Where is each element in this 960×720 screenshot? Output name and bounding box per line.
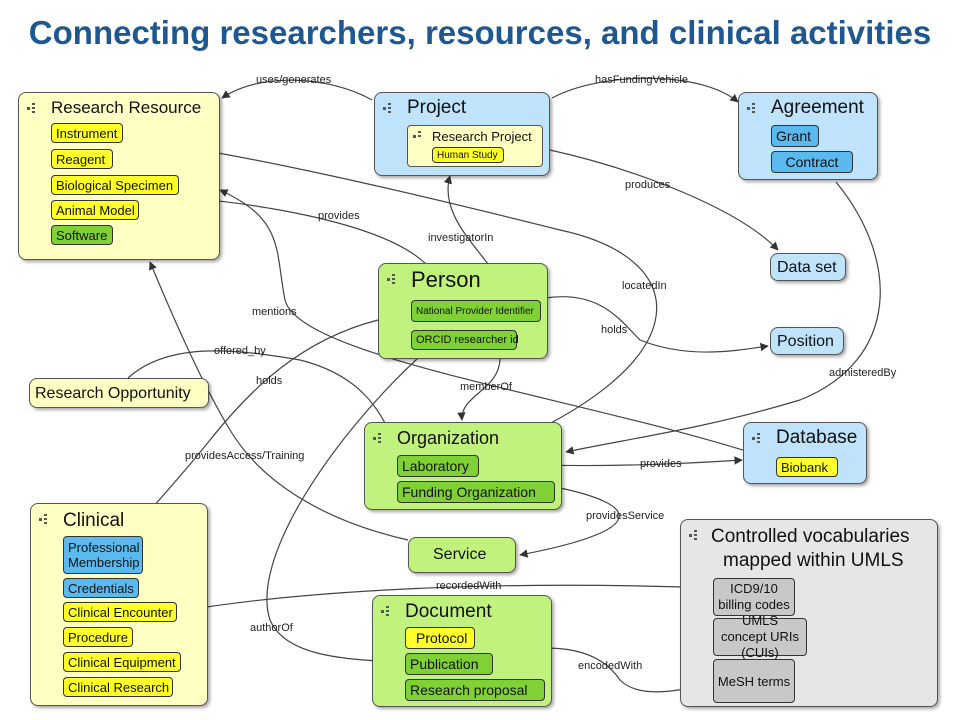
item-procedure[interactable]: Procedure <box>63 627 133 647</box>
item-clinical-research[interactable]: Clinical Research <box>63 677 173 697</box>
label-administered-by: admisteredBy <box>829 367 897 379</box>
label-investigator-in: investigatorIn <box>428 232 493 244</box>
item-national-provider-identifier[interactable]: National Provider Identifier <box>411 300 541 322</box>
research-resource-node[interactable]: Research Resource Instrument Reagent Bio… <box>18 92 220 260</box>
position-node[interactable]: Position <box>770 327 844 355</box>
research-opportunity-title: Research Opportunity <box>35 385 191 402</box>
label-produces: produces <box>625 179 671 191</box>
edge-provides-access-training <box>149 261 409 541</box>
item-protocol[interactable]: Protocol <box>405 627 475 649</box>
label-provides-service: providesService <box>586 510 664 522</box>
position-title: Position <box>777 333 834 350</box>
service-node[interactable]: Service <box>408 537 516 573</box>
document-title: Document <box>405 601 492 622</box>
edge-produces <box>549 149 779 251</box>
agreement-title: Agreement <box>771 97 864 118</box>
label-encoded-with: encodedWith <box>578 660 642 672</box>
label-uses-generates: uses/generates <box>256 74 332 86</box>
organization-node[interactable]: Organization Laboratory Funding Organiza… <box>364 422 562 510</box>
item-clinical-equipment[interactable]: Clinical Equipment <box>63 652 181 672</box>
label-recorded-with: recordedWith <box>436 580 501 592</box>
label-offered-by: offered_by <box>214 345 266 357</box>
document-node[interactable]: Document Protocol Publication Research p… <box>372 595 552 707</box>
item-animal-model[interactable]: Animal Model <box>51 200 139 220</box>
service-title: Service <box>433 546 487 563</box>
edge-member-of <box>457 357 501 421</box>
label-provides-resource: provides <box>318 210 360 222</box>
item-grant[interactable]: Grant <box>771 125 819 147</box>
edge-offered-by <box>127 350 393 439</box>
edge-author-of <box>266 357 419 666</box>
database-title: Database <box>776 427 858 448</box>
edge-investigator-in <box>443 175 489 265</box>
label-author-of: authorOf <box>250 622 294 634</box>
edge-provides-service <box>519 487 620 558</box>
item-software[interactable]: Software <box>51 225 113 245</box>
clinical-title: Clinical <box>63 510 125 531</box>
item-biological-specimen[interactable]: Biological Specimen <box>51 175 179 195</box>
label-mentions: mentions <box>252 306 297 318</box>
database-node[interactable]: Database Biobank <box>743 422 867 484</box>
drag-handle-icon[interactable] <box>689 530 697 544</box>
data-set-title: Data set <box>777 259 837 276</box>
organization-title: Organization <box>397 428 500 448</box>
research-resource-title: Research Resource <box>51 98 202 117</box>
research-opportunity-node[interactable]: Research Opportunity <box>29 378 209 408</box>
item-biobank[interactable]: Biobank <box>776 457 838 477</box>
item-publication[interactable]: Publication <box>405 653 493 675</box>
drag-handle-icon[interactable] <box>383 103 391 117</box>
label-holds-membership: holds <box>256 375 283 387</box>
project-title: Project <box>407 97 467 118</box>
item-contract[interactable]: Contract <box>771 151 853 173</box>
clinical-node[interactable]: Clinical Professional Membership Credent… <box>30 503 208 706</box>
controlled-vocabularies-node[interactable]: Controlled vocabularies mapped within UM… <box>680 519 938 707</box>
drag-handle-icon[interactable] <box>747 103 755 117</box>
drag-handle-icon[interactable] <box>381 606 389 620</box>
edge-administered-by <box>565 181 881 455</box>
drag-handle-icon[interactable] <box>387 274 395 288</box>
label-holds-position: holds <box>601 324 628 336</box>
item-mesh-terms[interactable]: MeSH terms <box>713 659 795 703</box>
person-title: Person <box>411 267 481 292</box>
project-node[interactable]: Project Research Project Human Study <box>374 92 550 176</box>
drag-handle-icon[interactable] <box>413 131 421 145</box>
agreement-node[interactable]: Agreement Grant Contract <box>738 92 878 180</box>
label-has-funding-vehicle: hasFundingVehicle <box>595 74 688 86</box>
item-professional-membership[interactable]: Professional Membership <box>63 536 143 574</box>
drag-handle-icon[interactable] <box>752 433 760 447</box>
research-project-node[interactable]: Research Project Human Study <box>407 125 543 167</box>
drag-handle-icon[interactable] <box>373 433 381 447</box>
edge-uses-generates <box>221 79 373 101</box>
edge-recorded-with <box>175 583 713 613</box>
item-instrument[interactable]: Instrument <box>51 123 123 143</box>
data-set-node[interactable]: Data set <box>770 253 846 281</box>
item-research-proposal[interactable]: Research proposal <box>405 679 545 701</box>
research-project-title: Research Project <box>432 129 532 144</box>
page-title: Connecting researchers, resources, and c… <box>28 14 932 51</box>
item-funding-organization[interactable]: Funding Organization <box>397 481 555 503</box>
item-credentials[interactable]: Credentials <box>63 578 139 598</box>
drag-handle-icon[interactable] <box>39 514 47 528</box>
label-provides-database: provides <box>640 458 682 470</box>
item-orcid-researcher-id[interactable]: ORCID researcher id <box>411 330 519 350</box>
item-clinical-encounter[interactable]: Clinical Encounter <box>63 602 177 622</box>
item-icd-billing-codes[interactable]: ICD9/10 billing codes <box>713 578 795 616</box>
controlled-vocabularies-title-line2: mapped within UMLS <box>723 550 904 571</box>
label-provides-access-training: providesAccess/Training <box>185 450 304 462</box>
edge-mentions <box>219 189 781 463</box>
drag-handle-icon[interactable] <box>27 103 35 117</box>
item-umls-concept-uris[interactable]: UMLS concept URIs (CUIs) <box>713 613 807 660</box>
person-node[interactable]: Person National Provider Identifier ORCI… <box>378 263 548 359</box>
item-laboratory[interactable]: Laboratory <box>397 455 479 477</box>
edge-holds-position <box>544 296 769 353</box>
label-located-in: locatedIn <box>622 280 667 292</box>
item-human-study[interactable]: Human Study <box>432 147 504 163</box>
edge-located-in <box>119 133 658 456</box>
controlled-vocabularies-title-line1: Controlled vocabularies <box>711 526 910 547</box>
item-reagent[interactable]: Reagent <box>51 149 113 169</box>
edge-has-funding-vehicle <box>551 77 739 103</box>
label-member-of: memberOf <box>460 381 513 393</box>
